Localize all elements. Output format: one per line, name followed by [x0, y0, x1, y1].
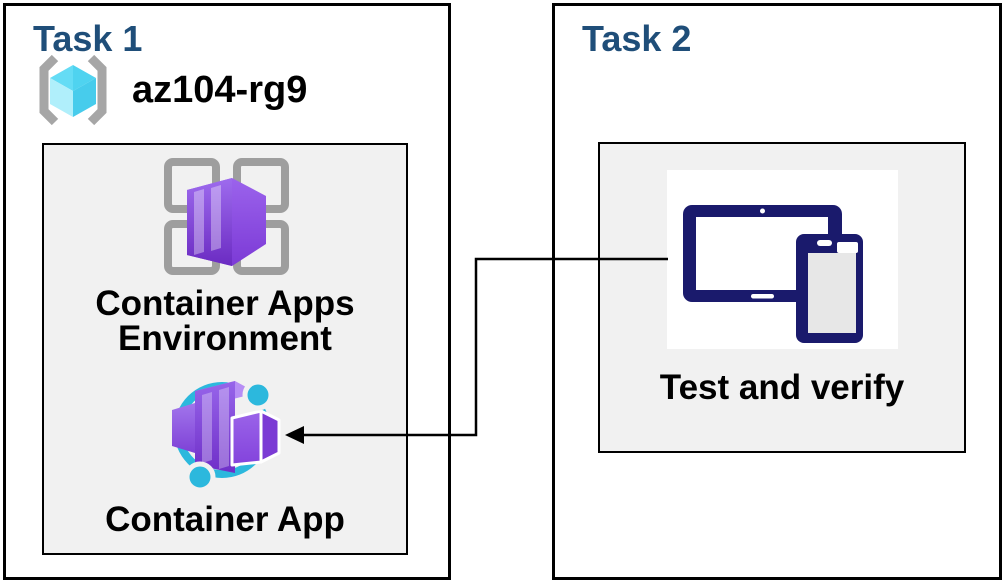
- test-verify-box: Test and verify: [598, 142, 966, 453]
- resource-group: az104-rg9: [34, 54, 307, 126]
- container-apps-environment-box: Container Apps Environment: [42, 143, 408, 555]
- task2-box: Task 2 Test and verify: [552, 3, 1002, 580]
- container-app-label: Container App: [105, 500, 345, 539]
- container-apps-environment-icon: [164, 158, 289, 275]
- task1-title: Task 1: [33, 18, 143, 59]
- container-apps-environment-label: Container Apps Environment: [95, 284, 355, 358]
- task1-box: Task 1 az104-rg9: [3, 3, 451, 580]
- tablet-and-phone-icon: [683, 205, 863, 343]
- devices-icon-area: [667, 170, 898, 349]
- resource-group-name: az104-rg9: [132, 68, 308, 111]
- task2-title: Task 2: [582, 18, 692, 59]
- test-verify-label: Test and verify: [659, 368, 905, 407]
- container-app-icon: [172, 379, 281, 491]
- resource-group-icon: [39, 54, 107, 126]
